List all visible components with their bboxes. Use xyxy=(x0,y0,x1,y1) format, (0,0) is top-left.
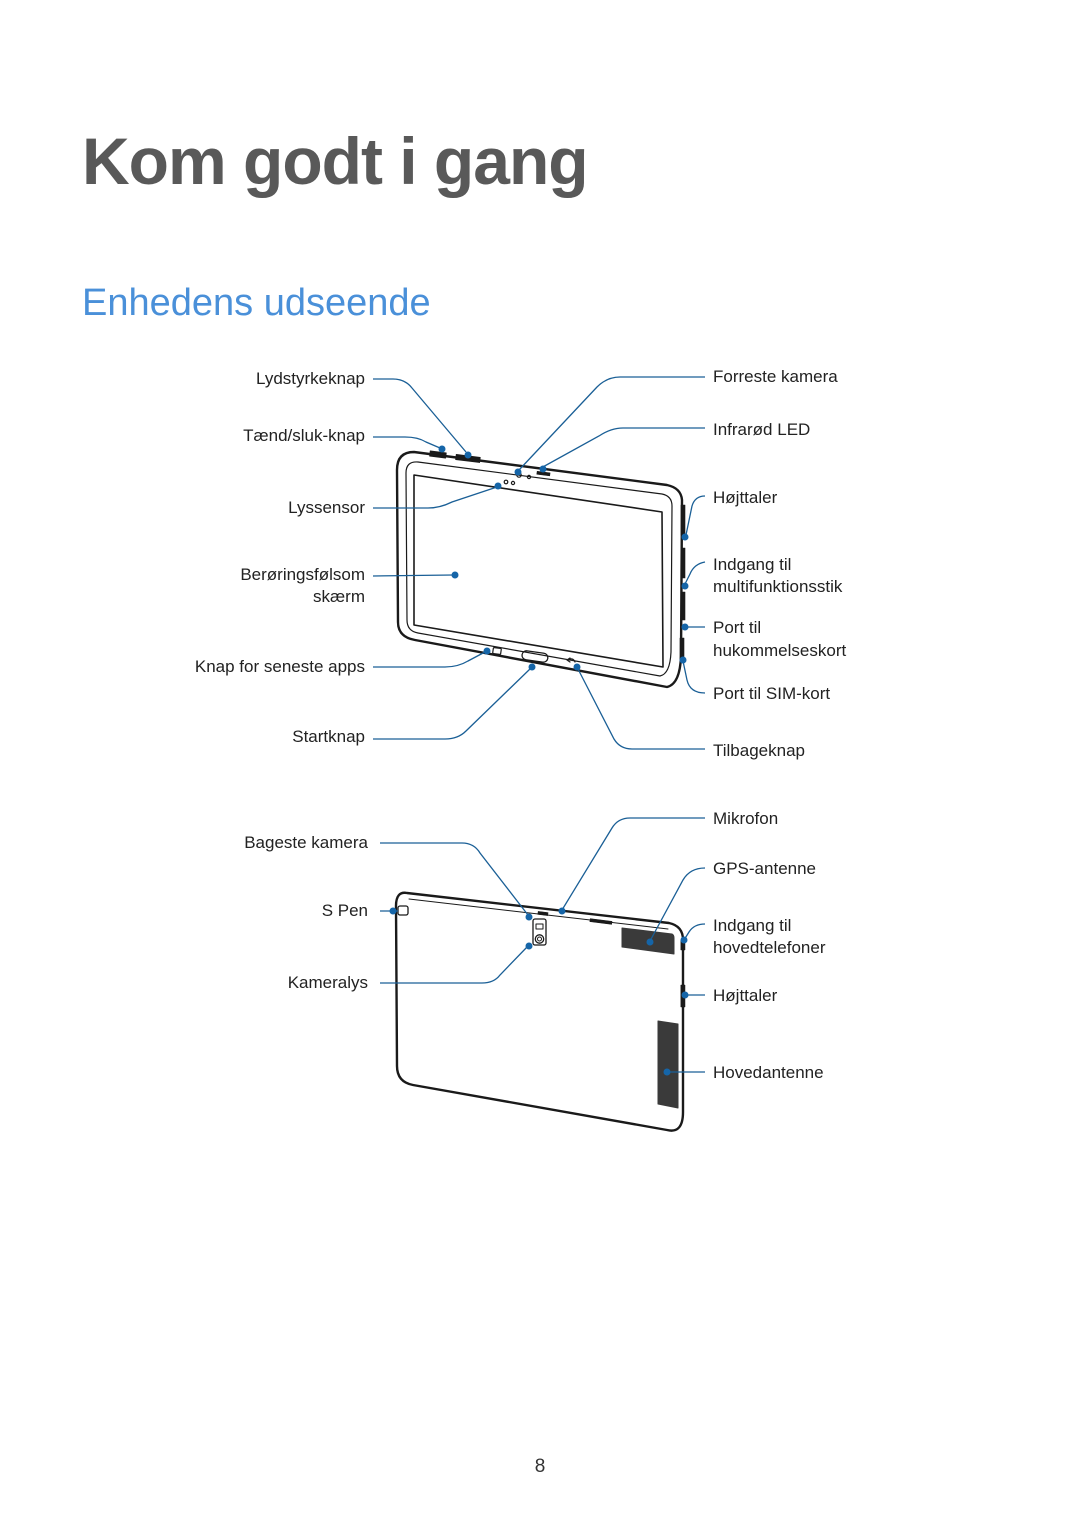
label-touch-screen-line2: skærm xyxy=(313,587,365,606)
callout-dot-s-pen xyxy=(389,907,397,915)
callout-dot-home-key xyxy=(528,663,536,671)
main-antenna-area-illustration xyxy=(657,1020,679,1109)
callout-line-ir-led xyxy=(540,427,705,469)
label-volume-key: Lydstyrkeknap xyxy=(256,369,365,388)
callout-line-speaker xyxy=(685,495,706,536)
rear-camera-lens-illustration xyxy=(534,934,545,944)
light-sensor-illustration xyxy=(503,479,509,485)
rear-callout-dots xyxy=(389,907,689,1076)
label-back-key: Tilbageknap xyxy=(713,741,805,760)
label-headset-jack-line2: hovedtelefoner xyxy=(713,938,826,957)
callout-line-back-key xyxy=(577,668,705,750)
side-speaker-illustration xyxy=(680,504,686,536)
home-key-illustration xyxy=(521,650,549,663)
rear-device-illustration xyxy=(394,891,686,1132)
label-recent-apps-key: Knap for seneste apps xyxy=(195,657,365,676)
label-memory-card-slot-line1: Port til xyxy=(713,618,761,637)
label-speaker: Højttaler xyxy=(713,488,778,507)
callout-dot-rear-camera xyxy=(525,913,533,921)
callout-line-recent-apps-key xyxy=(373,651,486,668)
callout-dot-memory-card-slot xyxy=(681,623,689,631)
callout-dot-gps-antenna xyxy=(646,938,654,946)
rear-top-slot-illustration xyxy=(537,911,549,916)
callout-dot-rear-speaker xyxy=(681,991,689,999)
proximity-sensor-illustration xyxy=(510,480,516,486)
callout-dot-front-camera xyxy=(514,468,522,476)
front-device-illustration xyxy=(395,450,686,689)
section-title: Enhedens udseende xyxy=(82,282,431,324)
label-sim-slot: Port til SIM-kort xyxy=(713,684,830,703)
callout-dot-back-key xyxy=(573,663,581,671)
front-device-body xyxy=(395,450,684,689)
power-key-illustration xyxy=(429,450,447,459)
chapter-title: Kom godt i gang xyxy=(82,124,589,198)
rear-top-grille-illustration xyxy=(589,918,613,925)
rear-camera-module-illustration xyxy=(532,918,547,946)
page-number: 8 xyxy=(534,1456,546,1477)
label-multipurpose-jack-line2: multifunktionsstik xyxy=(713,577,843,596)
callout-dot-light-sensor xyxy=(494,482,502,490)
callout-dot-flash xyxy=(525,942,533,950)
callout-line-microphone xyxy=(561,817,705,911)
callout-dot-microphone xyxy=(558,907,566,915)
ir-led-illustration xyxy=(526,474,532,480)
label-s-pen: S Pen xyxy=(322,901,368,920)
callout-dot-recent-apps-key xyxy=(483,647,491,655)
callout-line-multipurpose-jack xyxy=(684,561,706,585)
rear-callout-lines xyxy=(380,817,706,1073)
label-front-camera: Forreste kamera xyxy=(713,367,838,386)
callout-dot-multipurpose-jack xyxy=(681,582,689,590)
callout-line-front-camera xyxy=(518,376,705,471)
front-device-bezel xyxy=(405,461,673,677)
label-gps-antenna: GPS-antenne xyxy=(713,859,816,878)
label-light-sensor: Lyssensor xyxy=(288,498,365,517)
front-device-screen xyxy=(413,474,664,668)
callout-line-gps-antenna xyxy=(649,867,706,942)
label-rear-camera: Bageste kamera xyxy=(244,833,368,852)
label-touch-screen-line1: Berøringsfølsom xyxy=(240,565,365,584)
label-power-key: Tænd/sluk-knap xyxy=(243,426,365,445)
label-headset-jack-line1: Indgang til xyxy=(713,916,791,935)
label-rear-speaker: Højttaler xyxy=(713,986,778,1005)
label-microphone: Mikrofon xyxy=(713,809,778,828)
side-multipurpose-jack-illustration xyxy=(680,547,686,579)
callout-line-sim-slot xyxy=(682,660,706,694)
callout-dot-speaker xyxy=(681,533,689,541)
side-memory-card-slot-illustration xyxy=(680,591,686,621)
callout-dot-headset-jack xyxy=(680,936,688,944)
callout-line-power-key xyxy=(373,436,441,449)
callout-dot-power-key xyxy=(438,445,446,453)
s-pen-slot-illustration xyxy=(397,905,409,916)
label-main-antenna: Hovedantenne xyxy=(713,1063,824,1082)
label-multipurpose-jack-line1: Indgang til xyxy=(713,555,791,574)
flash-illustration xyxy=(535,923,544,930)
rear-device-body xyxy=(394,891,685,1132)
callout-dot-sim-slot xyxy=(679,656,687,664)
callout-line-volume-key xyxy=(373,378,467,453)
callout-line-rear-camera xyxy=(380,842,529,916)
callout-dot-main-antenna xyxy=(663,1068,671,1076)
callout-dot-volume-key xyxy=(464,451,472,459)
label-flash: Kameralys xyxy=(288,973,368,992)
back-key-illustration xyxy=(566,657,576,663)
callout-dot-touch-screen xyxy=(451,571,459,579)
callout-line-home-key xyxy=(373,667,532,740)
callout-line-flash xyxy=(380,945,529,984)
label-home-key: Startknap xyxy=(292,727,365,746)
front-callout-dots xyxy=(438,445,689,671)
recent-apps-key-illustration xyxy=(492,647,502,655)
callout-line-headset-jack xyxy=(683,923,706,941)
callout-dot-ir-led xyxy=(539,465,547,473)
label-ir-led: Infrarød LED xyxy=(713,420,810,439)
label-memory-card-slot-line2: hukommelseskort xyxy=(713,641,846,660)
callout-line-light-sensor xyxy=(373,486,498,509)
callout-line-touch-screen xyxy=(372,574,454,577)
rear-camera-lens-inner-illustration xyxy=(537,936,542,942)
front-callout-lines xyxy=(372,376,706,750)
